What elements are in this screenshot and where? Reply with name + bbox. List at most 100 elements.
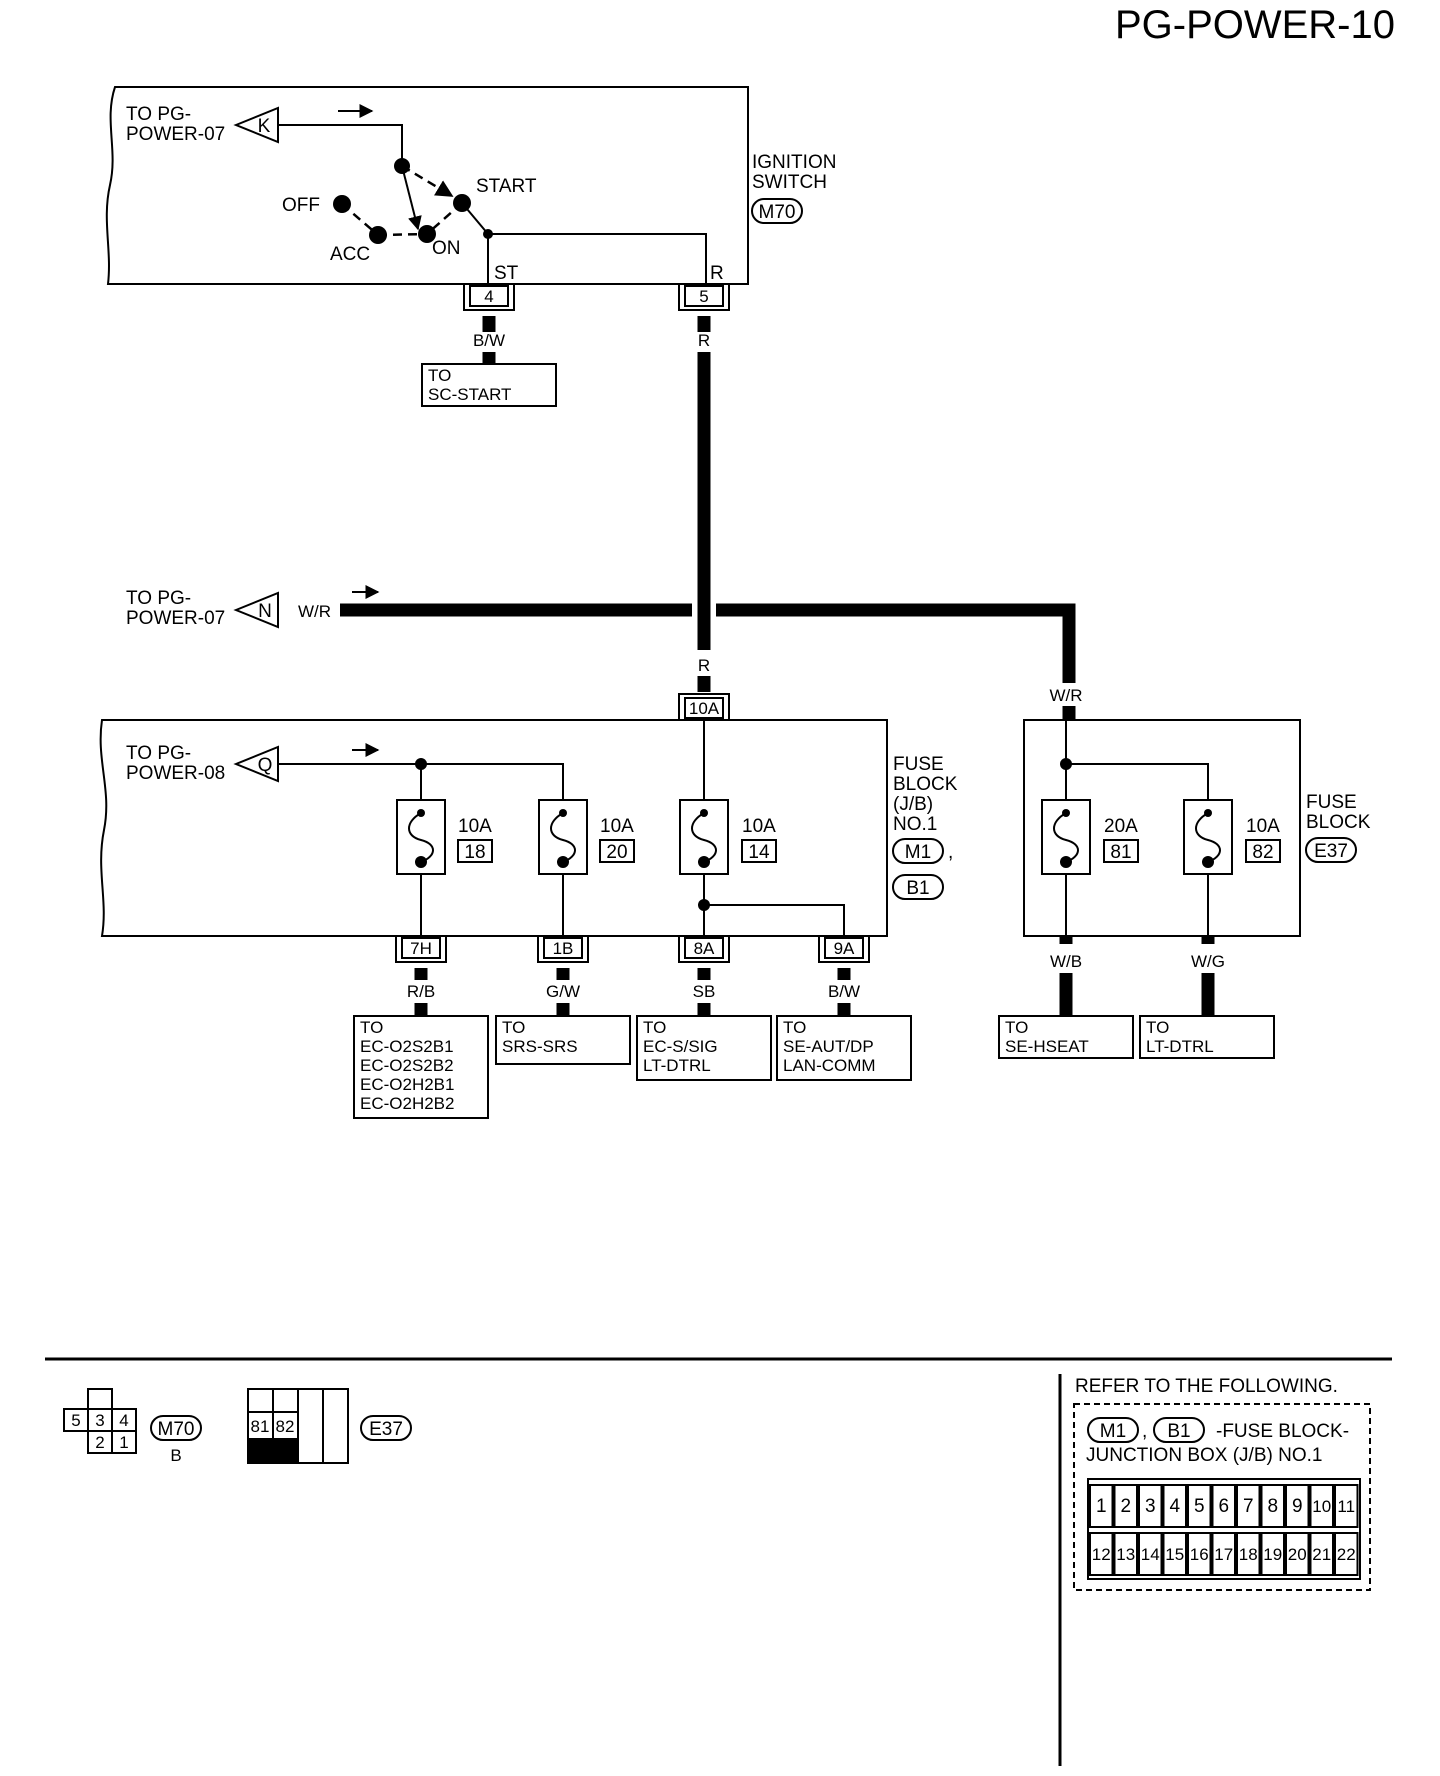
jb-pin-number: 1	[1096, 1496, 1107, 1517]
fuse-block-1: 10A FUSE BLOCK (J/B) NO.1 M1 , B1 TO PG-…	[99, 693, 958, 1016]
dest-2-line1: TO	[502, 1018, 525, 1037]
dash-off-acc	[341, 203, 379, 236]
pin-box-9a	[824, 937, 864, 959]
jb-pin-number: 14	[1141, 1545, 1160, 1564]
jb-pin-number: 17	[1214, 1545, 1233, 1564]
refer-dashed-box	[1073, 1403, 1371, 1591]
pin-bracket-1b	[537, 936, 589, 963]
dest-1-line4: EC-O2H2B1	[360, 1075, 454, 1094]
wire-wr-right	[716, 603, 1076, 683]
ignition-switch-label-1: IGNITION	[752, 152, 836, 173]
fb1-label-4: NO.1	[893, 814, 937, 835]
connector-tag-m70	[751, 198, 803, 224]
fuse-81-element	[1053, 812, 1079, 863]
jb-pin-cell	[1089, 1484, 1114, 1528]
jb-pin-cell	[1236, 1484, 1261, 1528]
fuse-81-num: 81	[1110, 842, 1131, 863]
connector-tag-m1	[892, 838, 944, 864]
label-on: ON	[432, 238, 461, 259]
dest-1-line5: EC-O2H2B2	[360, 1094, 454, 1113]
dest-3-line2: EC-S/SIG	[643, 1037, 718, 1056]
jb-pin-cell	[1138, 1532, 1163, 1576]
jb-pin-number: 22	[1337, 1545, 1356, 1564]
fuse-18-numbox	[457, 839, 493, 863]
dest-1-line1: TO	[360, 1018, 383, 1037]
jb-pin-cell	[1260, 1532, 1285, 1576]
connector-tag-b1-text: B1	[906, 878, 929, 899]
jb-pin-number: 20	[1288, 1545, 1307, 1564]
fuse-18-num: 18	[464, 842, 485, 863]
node-e37	[1060, 758, 1072, 770]
dest-1	[353, 1015, 489, 1119]
refer-section: REFER TO THE FOLLOWING. M1 , B1 -FUSE BL…	[1073, 1376, 1371, 1591]
wire-label-wb: W/B	[1050, 952, 1082, 971]
wire-label-sb: SB	[693, 982, 716, 1001]
offpage-k-line1: TO PG-	[126, 104, 191, 125]
fuse-block-1-box	[99, 719, 888, 937]
fb1-label-2: BLOCK	[893, 774, 958, 795]
offpage-letter-q: Q	[258, 755, 273, 776]
dest-3-line3: LT-DTRL	[643, 1056, 711, 1075]
fuse-81-amp: 20A	[1104, 816, 1138, 837]
wire-label-r-top: R	[698, 331, 710, 350]
pin-9a: 9A	[834, 939, 855, 958]
wire-label-wg: W/G	[1191, 952, 1225, 971]
fuse-18-amp: 10A	[458, 816, 492, 837]
wire-e37-bus	[1065, 720, 1209, 800]
fuse-14-num: 14	[748, 842, 770, 863]
jb-pin-number: 10	[1312, 1497, 1331, 1516]
jb-pin-cell	[1285, 1484, 1310, 1528]
fuse-block-2-box	[1023, 719, 1301, 937]
pin-box-8a	[684, 937, 724, 959]
jb-pin-cell	[1309, 1484, 1334, 1528]
e37-tag	[360, 1415, 412, 1441]
label-off: OFF	[282, 195, 320, 216]
wire-label-bw-start: B/W	[473, 331, 505, 350]
fuse-14-element	[691, 812, 717, 863]
m70-cell-5-text: 5	[71, 1411, 80, 1430]
fuse-block-2: FUSE BLOCK E37 20A 81 10A 82 W/B W/G	[1023, 719, 1371, 1016]
switch-lever-start	[401, 164, 454, 198]
wire-label-gw: G/W	[546, 982, 580, 1001]
refer-tag-m1	[1087, 1417, 1139, 1443]
pin-box-5	[684, 285, 724, 307]
dash-acc-on	[377, 232, 428, 237]
m70-color: B	[170, 1446, 181, 1465]
dest-5-line1: TO	[1005, 1018, 1028, 1037]
offpage-connector-n	[233, 591, 279, 629]
e37-cell-81: 81	[251, 1417, 270, 1436]
dest-sc-start-line1: TO	[428, 366, 451, 385]
jb-pin-number: 5	[1194, 1496, 1205, 1517]
fuse-20-amp: 10A	[600, 816, 634, 837]
jb-pin-number: 16	[1190, 1545, 1209, 1564]
refer-line1: -FUSE BLOCK-	[1216, 1421, 1349, 1442]
dest-4-line2: SE-AUT/DP	[783, 1037, 874, 1056]
dest-5-line2: SE-HSEAT	[1005, 1037, 1089, 1056]
pin-1b: 1B	[553, 939, 574, 958]
pin-box-4	[469, 285, 509, 307]
pin-4: 4	[484, 287, 493, 306]
fuse-20-num: 20	[606, 842, 627, 863]
jb-pin-cell	[1211, 1532, 1236, 1576]
page-id: PG-POWER-10	[1115, 3, 1395, 47]
term-st: ST	[494, 263, 519, 284]
fuse-14-amp: 10A	[742, 816, 776, 837]
jb-pin-cell	[1211, 1484, 1236, 1528]
pin-bracket-5	[678, 284, 730, 311]
jb-pin-cell	[1334, 1484, 1359, 1528]
jb-pin-cell	[1334, 1532, 1359, 1576]
jb-pin-cell	[1113, 1532, 1138, 1576]
offpage-n-line1: TO PG-	[126, 588, 191, 609]
fuse-82-num: 82	[1252, 842, 1273, 863]
jb-pin-number: 4	[1169, 1496, 1180, 1517]
jb-pin-cell	[1089, 1532, 1114, 1576]
fuse-18-element	[408, 812, 434, 863]
e37-cell-82: 82	[276, 1417, 295, 1436]
jb-pin-number: 3	[1145, 1496, 1156, 1517]
m70-tab	[87, 1388, 113, 1410]
jb-pin-cell	[1309, 1532, 1334, 1576]
destinations: TO EC-O2S2B1 EC-O2S2B2 EC-O2H2B1 EC-O2H2…	[353, 1015, 1275, 1119]
jb-pin-cell	[1162, 1532, 1187, 1576]
